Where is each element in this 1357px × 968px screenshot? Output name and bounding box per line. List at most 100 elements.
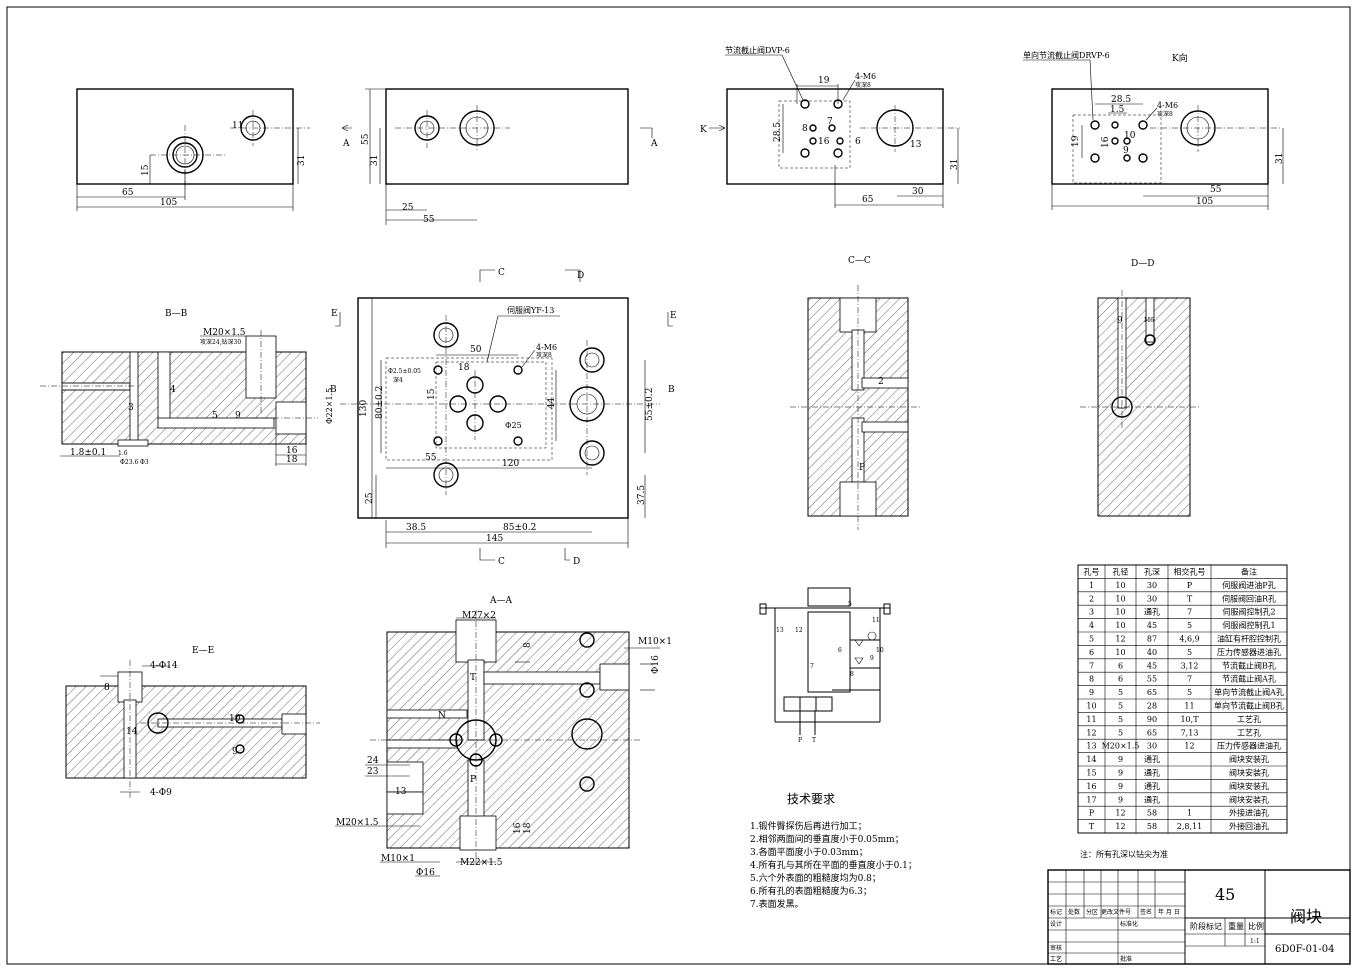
tech-requirements: 技术要求 1.锻件臀探伤后再进行加工； 2.相邻两面间的垂直度小于0.05mm；… [750, 792, 917, 910]
bb-dim-phi3: Φ3 [140, 459, 149, 466]
tb-cell-scale: 比例 [1248, 921, 1264, 931]
table-cell: 2,8,11 [1177, 822, 1202, 831]
table-cell: 5 [1118, 715, 1123, 724]
drvp-view: K向 单向节流截止阀DRVP-6 28.5 1.5 4-M6 攻深8 19 10… [1023, 50, 1285, 210]
table-cell: 8 [1089, 675, 1094, 684]
table-cell: 11 [1184, 702, 1194, 711]
table-cell: 45 [1147, 621, 1157, 630]
sch-label-12: 12 [795, 627, 803, 634]
main-dim-145: 145 [486, 534, 503, 544]
side-dim-25: 25 [402, 203, 414, 213]
front-dim-105: 105 [160, 198, 177, 208]
sch-label-t: T [812, 737, 816, 744]
table-cell: 外接回油孔 [1229, 821, 1269, 831]
sch-label-p: P [798, 737, 802, 744]
main-dim-18: 18 [458, 363, 470, 373]
table-cell: 90 [1147, 715, 1157, 724]
table-cell: 11 [1086, 715, 1096, 724]
table-cell: 30 [1147, 742, 1157, 751]
table-cell: 6 [1089, 648, 1094, 657]
front-view: 65 105 11 15 31 [76, 88, 310, 211]
table-cell: 阀块安装孔 [1229, 754, 1269, 764]
main-dim-deep4: 深4 [393, 376, 403, 384]
table-cell: 30 [1147, 594, 1157, 603]
table-cell: 5 [1118, 688, 1123, 697]
drvp-dim-19: 19 [1071, 135, 1081, 147]
section-dd: D—D 9 M6 [1080, 259, 1200, 517]
aa-mark-p: P [470, 775, 476, 785]
table-cell: 单向节流截止阀A孔 [1214, 687, 1284, 697]
main-dim-55tol: 55±0.2 [645, 388, 655, 421]
table-cell: 工艺孔 [1237, 728, 1261, 737]
bb-mark-5: 5 [212, 411, 218, 421]
cut-b-left: B [330, 385, 337, 395]
sch-label-9: 9 [870, 655, 874, 662]
table-cell: 工艺孔 [1237, 715, 1261, 724]
main-dim-phi25: Φ2.5±0.05 [388, 368, 421, 375]
section-ee: E—E 4-Φ14 8 14 10 9 4-Φ9 [65, 646, 320, 800]
table-cell: 2 [1089, 594, 1094, 603]
bb-dim-18: 18 [286, 455, 298, 465]
table-cell: 9 [1089, 688, 1094, 697]
req-item-6: 6.所有孔的表面粗糙度为6.3； [750, 885, 872, 897]
dvp-mark-13: 13 [910, 140, 922, 150]
req-item-2: 2.相邻两面间的垂直度小于0.05mm； [750, 833, 904, 845]
table-cell: 28 [1147, 702, 1157, 711]
aa-dim-m27: M27×2 [462, 611, 496, 621]
drvp-mark-16: 16 [1101, 136, 1111, 148]
tb-cell-file: 更改文件号 [1101, 908, 1131, 916]
table-cell: M20×1.5 [1102, 742, 1140, 751]
table-cell: 9 [1118, 755, 1123, 764]
dvp-view: 节流截止阀DVP-6 19 4-M6 攻深8 28.5 8 7 16 6 13 … [700, 45, 960, 208]
cut-d-top: D [577, 271, 584, 281]
table-cell: 65 [1147, 728, 1157, 737]
tb-cell-std: 标准化 [1120, 920, 1138, 928]
tb-cell-review: 审核 [1050, 944, 1062, 952]
main-dim-85: 85±0.2 [503, 523, 536, 533]
table-cell: 55 [1147, 675, 1157, 684]
table-cell: 12 [1086, 728, 1096, 737]
cc-mark-2: 2 [878, 377, 884, 387]
cut-c-bottom: C [498, 557, 505, 567]
cut-d-bottom: D [573, 557, 580, 567]
side-dim-31: 31 [370, 155, 380, 166]
table-cell: 10 [1086, 702, 1096, 711]
aa-mark-n: N [438, 711, 446, 721]
tb-cell-design: 设计 [1050, 920, 1062, 928]
cc-title: C—C [848, 256, 871, 266]
aa-dim-m20: M20×1.5 [336, 818, 379, 828]
table-header: 孔径 [1113, 567, 1129, 577]
dvp-dim-depth: 攻深8 [855, 81, 871, 89]
drvp-dim-15: 1.5 [1110, 105, 1125, 115]
drvp-dim-285: 28.5 [1111, 95, 1131, 105]
dvp-dim-30: 30 [912, 187, 924, 197]
table-cell: 10 [1115, 594, 1125, 603]
req-item-4: 4.所有孔与其所在平面的垂直度小于0.1； [750, 859, 917, 871]
table-cell: 外接进油孔 [1229, 808, 1269, 818]
table-cell: 7,13 [1181, 728, 1199, 737]
drvp-mark-10: 10 [1124, 131, 1136, 141]
req-title: 技术要求 [787, 792, 835, 806]
dvp-dim-285: 28.5 [773, 122, 783, 142]
tb-part-name: 阀块 [1290, 907, 1322, 926]
dd-mark-m6: M6 [1144, 317, 1154, 324]
tb-cell-sign: 签名 [1140, 908, 1152, 916]
main-dim-phi25b: Φ25 [505, 421, 522, 430]
dvp-dim-31: 31 [950, 159, 960, 170]
main-callout: 伺服阀YF-13 [507, 305, 554, 315]
main-dim-80: 80±0.2 [375, 386, 385, 419]
bb-dim-m22: Φ22×1.5 [325, 388, 334, 424]
ee-mark-14: 14 [126, 727, 138, 737]
table-cell: 通孔 [1144, 754, 1160, 764]
table-cell: 9 [1118, 782, 1123, 791]
table-cell: 10 [1115, 648, 1125, 657]
dvp-mark-8: 8 [802, 124, 808, 134]
table-cell: 6 [1118, 661, 1123, 670]
dvp-dim-19: 19 [818, 76, 830, 86]
table-cell: 1 [1187, 809, 1192, 818]
table-cell: 14 [1086, 755, 1096, 764]
aa-dim-24: 24 [367, 756, 379, 766]
cut-e-right: E [670, 311, 677, 321]
section-bb: B—B M20×1.5 攻深24,钻深30 4 3 5 9 Φ22×1.5 16… [40, 309, 334, 466]
ee-title: E—E [192, 646, 214, 656]
